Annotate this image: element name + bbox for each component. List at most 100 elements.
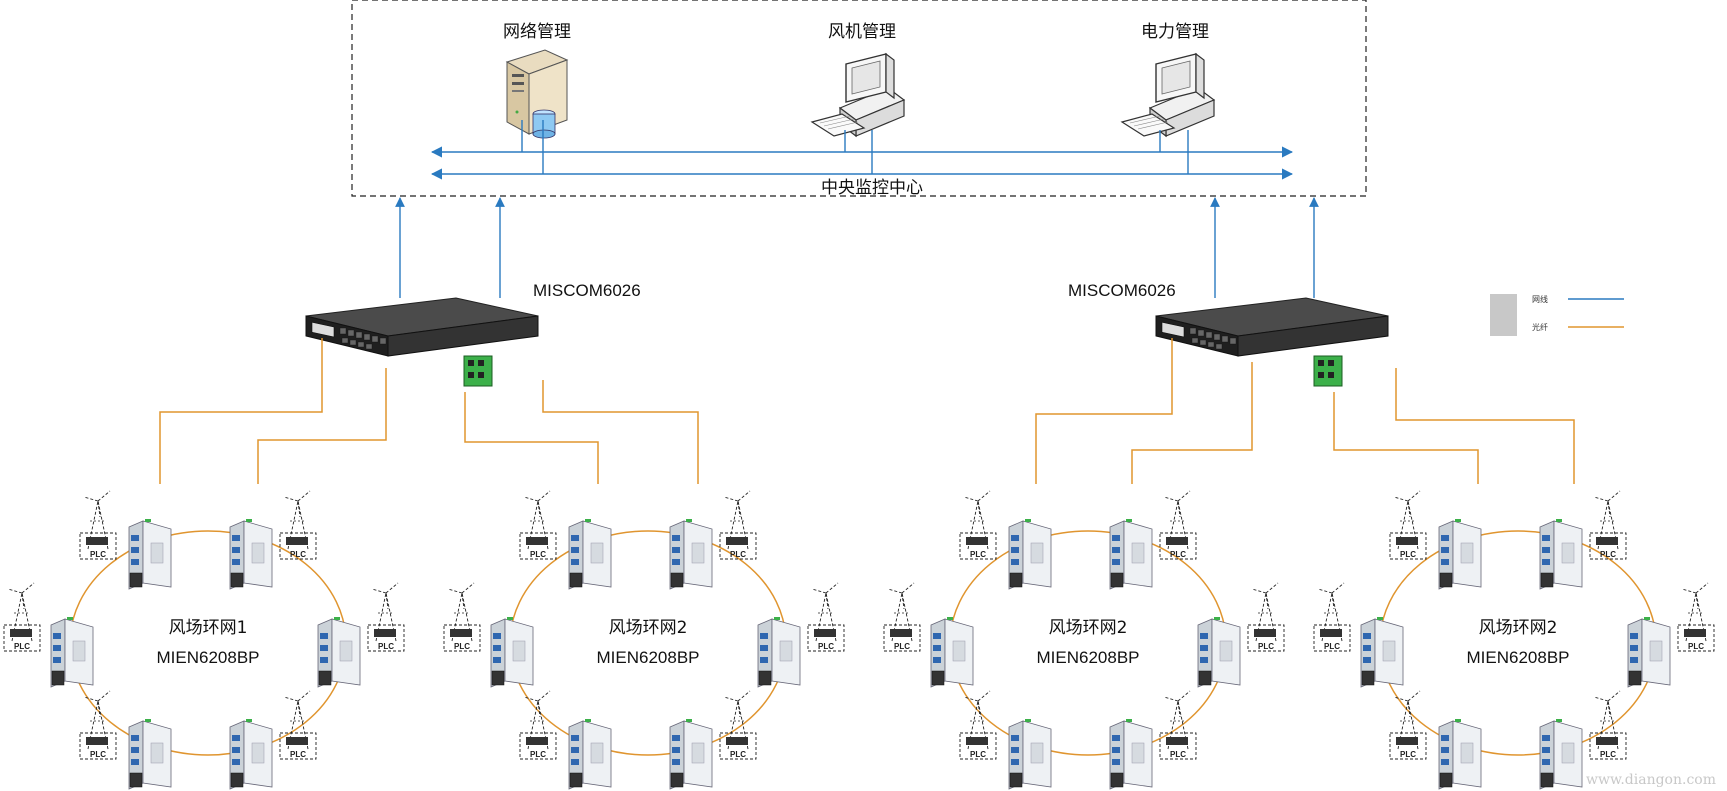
plc-label: PLC [530,750,546,759]
turbine-plc: PLC [719,690,757,760]
ring-node[interactable] [490,616,534,688]
workstation-icon [1121,53,1215,137]
ring-name: 风场环网2 [609,618,688,638]
ring-node[interactable] [1360,616,1404,688]
din-switch-icon [1539,718,1583,790]
turbine-plc: PLC [3,582,41,652]
ring-node[interactable] [1627,616,1671,688]
watermark: www.diangon.com [1586,772,1716,788]
rack-switch-icon [1155,297,1389,387]
plc-label: PLC [1688,642,1704,651]
ring-name: 风场环网2 [1479,618,1558,638]
station-1[interactable]: 网络管理 [503,22,571,139]
plc-label: PLC [290,750,306,759]
ring-node[interactable] [669,718,713,790]
legend-label: 光纤 [1532,322,1548,332]
core-switch-2[interactable]: MISCOM6026 [1068,281,1389,387]
fiber-trunk-4 [542,380,699,484]
ring-node[interactable] [317,616,361,688]
ring-node[interactable] [1438,718,1482,790]
switch-model-label: MISCOM6026 [1068,281,1176,300]
plc-label: PLC [1170,750,1186,759]
wind-turbine-icon [1159,690,1197,760]
din-switch-icon [317,616,361,688]
station-3[interactable]: 电力管理 [1121,22,1215,137]
station-2[interactable]: 风机管理 [811,22,905,137]
turbine-plc: PLC [1159,490,1197,560]
ring-fiber-loop [69,530,347,756]
plc-label: PLC [290,550,306,559]
ring-node[interactable] [568,518,612,590]
ring-node[interactable] [1539,718,1583,790]
workstation-icon [811,53,905,137]
din-switch-icon [1360,616,1404,688]
ring-switch-model: MIEN6208BP [1037,648,1140,667]
ring-node[interactable] [1539,518,1583,590]
ring-node[interactable] [128,518,172,590]
core-switch-1[interactable]: MISCOM6026 [305,281,641,387]
ring-node[interactable] [229,518,273,590]
plc-label: PLC [1258,642,1274,651]
turbine-plc: PLC [1389,490,1427,560]
ring-node[interactable] [128,718,172,790]
wind-turbine-icon [807,582,845,652]
plc-label: PLC [90,550,106,559]
din-switch-icon [50,616,94,688]
legend-swatch [1490,294,1517,336]
wind-turbine-icon [3,582,41,652]
ring-switch-model: MIEN6208BP [157,648,260,667]
turbine-plc: PLC [1247,582,1285,652]
plc-label: PLC [454,642,470,651]
ring-fiber-loop [509,530,787,756]
ring-node[interactable] [568,718,612,790]
ring-node[interactable] [669,518,713,590]
ring-node[interactable] [1109,718,1153,790]
plc-label: PLC [90,750,106,759]
din-switch-icon [229,518,273,590]
station-label: 电力管理 [1141,22,1209,42]
ring-node[interactable] [1008,718,1052,790]
plc-label: PLC [894,642,910,651]
plc-label: PLC [1324,642,1340,651]
ring-node[interactable] [1008,518,1052,590]
ring-node[interactable] [1438,518,1482,590]
turbine-plc: PLC [443,582,481,652]
plc-label: PLC [1170,550,1186,559]
turbine-plc: PLC [519,490,557,560]
plc-label: PLC [818,642,834,651]
station-label: 网络管理 [503,22,571,42]
turbine-plc: PLC [1589,690,1627,760]
ring-node[interactable] [1197,616,1241,688]
turbine-plc: PLC [519,690,557,760]
fiber-trunk-7 [1333,392,1479,484]
ring-node[interactable] [930,616,974,688]
wind-turbine-icon [443,582,481,652]
din-switch-icon [669,518,713,590]
wind-turbine-icon [1589,690,1627,760]
ring-node[interactable] [1109,518,1153,590]
wind-turbine-icon [519,690,557,760]
wind-turbine-icon [1313,582,1351,652]
ring-node[interactable] [50,616,94,688]
turbine-plc: PLC [279,490,317,560]
server-icon [506,49,568,139]
ring-node[interactable] [229,718,273,790]
fiber-trunk-3 [464,392,599,484]
wind-turbine-icon [1589,490,1627,560]
plc-label: PLC [730,750,746,759]
plc-label: PLC [1400,550,1416,559]
turbine-plc: PLC [367,582,405,652]
din-switch-icon [1539,518,1583,590]
din-switch-icon [1008,518,1052,590]
din-switch-icon [1438,718,1482,790]
plc-label: PLC [14,642,30,651]
ring-node[interactable] [757,616,801,688]
wind-turbine-icon [279,490,317,560]
din-switch-icon [128,718,172,790]
